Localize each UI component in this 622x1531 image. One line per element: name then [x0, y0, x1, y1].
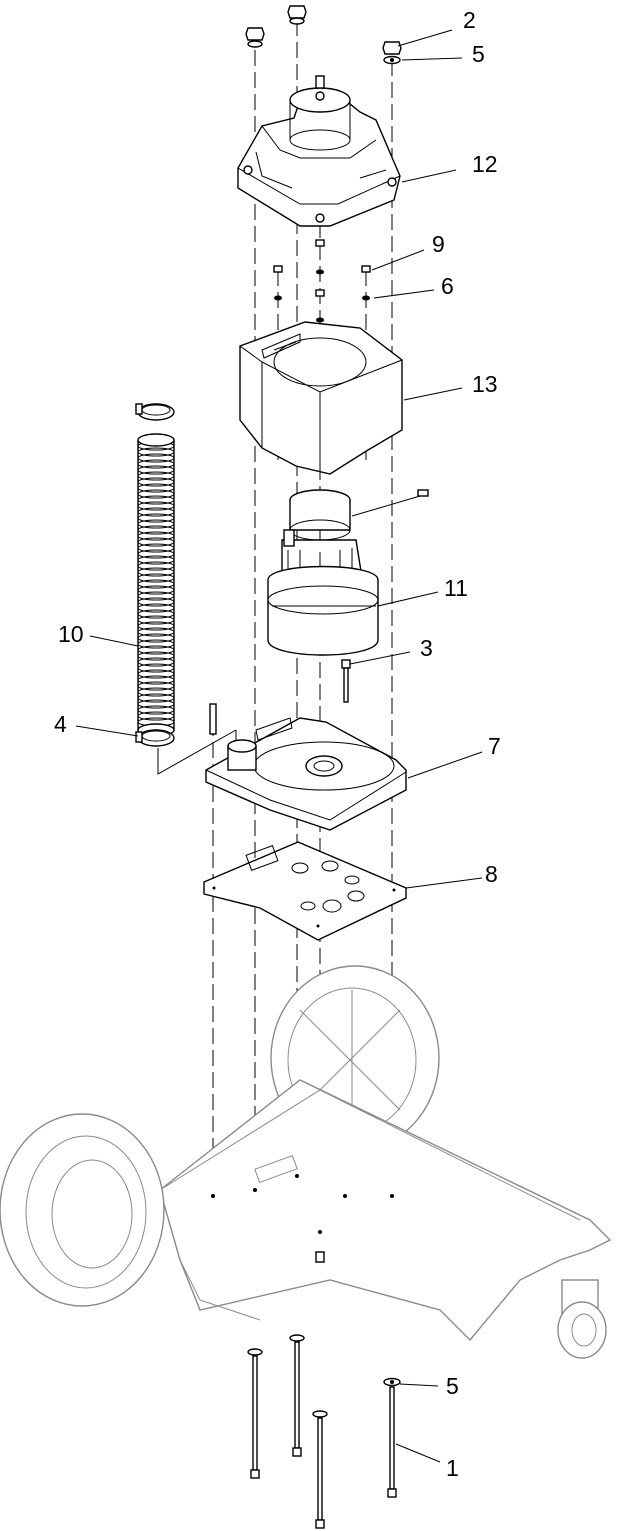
callout-9: 9: [432, 231, 445, 257]
callout-1: 1: [446, 1455, 459, 1481]
hose-rib: [137, 459, 175, 469]
hose-rib: [137, 639, 175, 649]
callout-6: 6: [441, 273, 454, 299]
screw-washer-set: [273, 239, 371, 323]
long-bolt-set: [247, 1334, 401, 1529]
motor-screw: [341, 659, 351, 703]
callout-7: 7: [488, 733, 501, 759]
hose-rib: [137, 525, 175, 535]
hose-rib: [137, 537, 175, 547]
hose-rib: [137, 603, 175, 613]
hose-rib: [137, 669, 175, 679]
hose-rib: [137, 681, 175, 691]
motor-cover: [237, 75, 401, 227]
hose-rib: [137, 705, 175, 715]
hose-rib: [137, 627, 175, 637]
hose-rib: [137, 699, 175, 709]
hose-rib: [137, 693, 175, 703]
hose-rib: [137, 633, 175, 643]
hose-rib: [137, 579, 175, 589]
callout-leaders: [75, 29, 483, 1463]
callout-4: 4: [54, 711, 67, 737]
hose-rib: [137, 495, 175, 505]
hose-rib: [137, 489, 175, 499]
hose-rib: [137, 447, 175, 457]
hose-rib: [137, 483, 175, 493]
hose-rib: [137, 519, 175, 529]
top-nut-washer-set: [245, 5, 402, 65]
hose-rib: [137, 687, 175, 697]
callout-10: 10: [58, 621, 84, 647]
callout-5-bottom: 5: [446, 1373, 459, 1399]
hose-rib: [137, 573, 175, 583]
hose-rib: [137, 501, 175, 511]
hose-rib: [137, 645, 175, 655]
flexible-hose: [137, 433, 175, 737]
hose-rib: [137, 561, 175, 571]
hose-rib: [137, 615, 175, 625]
callout-2: 2: [463, 7, 476, 33]
hose-rib: [137, 591, 175, 601]
hose-rib: [137, 597, 175, 607]
callout-13: 13: [472, 371, 498, 397]
hose-rib: [137, 675, 175, 685]
hose-rib: [137, 585, 175, 595]
motor-housing: [239, 321, 403, 475]
vacuum-motor: [267, 489, 429, 656]
hose-rib: [137, 531, 175, 541]
hose-rib: [137, 549, 175, 559]
gasket: [203, 841, 407, 941]
hose-rib: [137, 609, 175, 619]
hose-rib: [137, 651, 175, 661]
callout-11: 11: [444, 575, 468, 601]
callout-8: 8: [485, 861, 498, 887]
callout-labels: 2 5 12 9 6 13 11 10 3 4 7 8 5 1: [54, 7, 501, 1481]
hose-rib: [137, 663, 175, 673]
callout-12: 12: [472, 151, 498, 177]
callout-5-top: 5: [472, 41, 485, 67]
hose-rib: [137, 621, 175, 631]
callout-3: 3: [420, 635, 433, 661]
motor-plate: [205, 703, 407, 831]
hose-rib: [137, 453, 175, 463]
hose-rib: [137, 711, 175, 721]
hose-rib: [137, 513, 175, 523]
hose-rib: [137, 465, 175, 475]
hose-clamps: [135, 403, 237, 775]
hose-rib: [137, 657, 175, 667]
hose-rib: [137, 477, 175, 487]
hose-rib: [137, 567, 175, 577]
hose-rib: [137, 555, 175, 565]
hose-rib: [137, 471, 175, 481]
hose-rib: [137, 543, 175, 553]
hose-rib: [137, 507, 175, 517]
cart-frame: [0, 965, 612, 1359]
